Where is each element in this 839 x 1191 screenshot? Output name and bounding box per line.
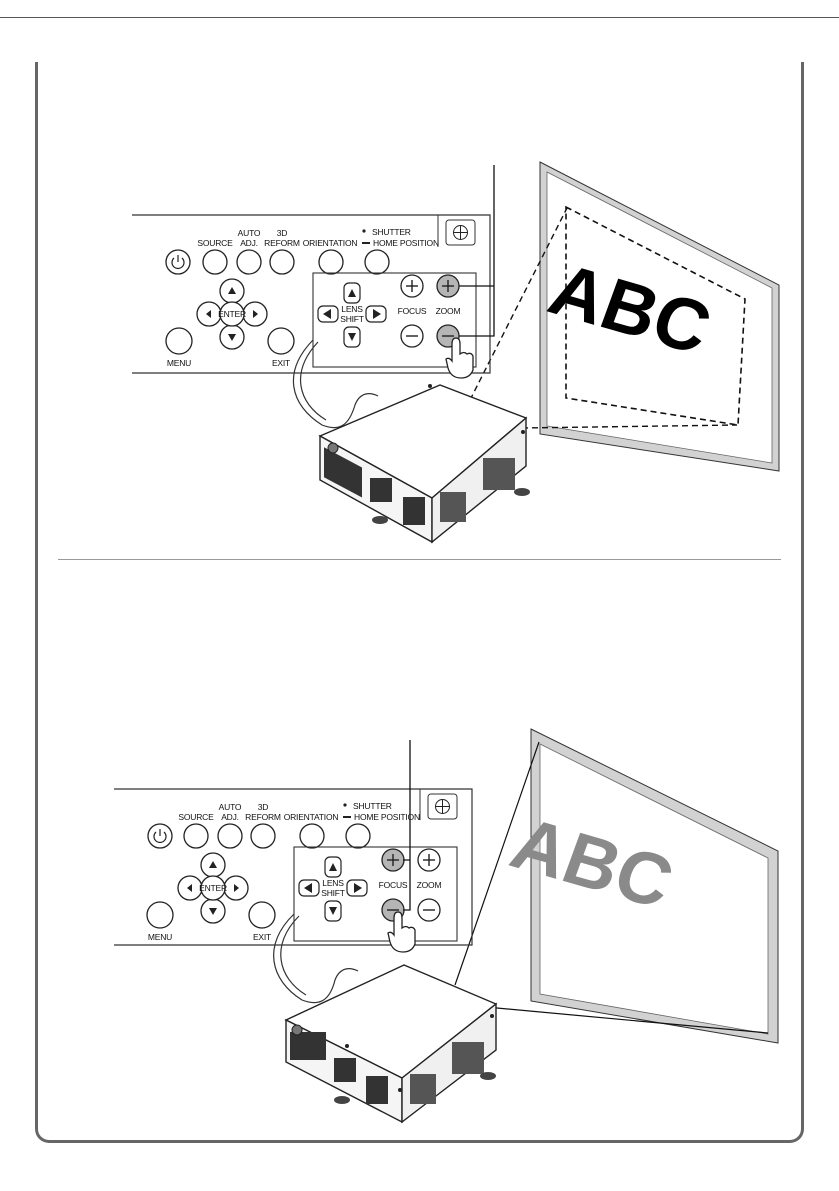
lens-shift-down-button[interactable] — [325, 901, 341, 921]
menu-label: MENU — [148, 932, 172, 942]
down-button[interactable] — [201, 899, 225, 923]
lens-label: LENS — [322, 878, 344, 888]
zoom-minus-button[interactable] — [418, 899, 440, 921]
menu-button[interactable]: MENU — [147, 902, 173, 942]
auto-label: AUTO — [219, 802, 242, 812]
lens-indicator-icon — [436, 800, 450, 814]
power-button[interactable] — [148, 824, 172, 848]
cable — [274, 914, 358, 1003]
exit-button[interactable]: EXIT — [249, 902, 275, 942]
up-button[interactable] — [201, 853, 225, 877]
3d-label: 3D — [258, 802, 269, 812]
enter-button[interactable]: ENTER — [199, 876, 227, 900]
reform-label: REFORM — [245, 812, 281, 822]
auto-adj-button[interactable]: AUTO ADJ. — [218, 802, 242, 848]
control-panel: SOURCE AUTO ADJ. 3D REFORM ORIENTATION S… — [114, 740, 472, 952]
zoom-plus-button[interactable] — [418, 849, 440, 871]
right-button[interactable] — [224, 876, 248, 900]
zoom-label: ZOOM — [417, 880, 442, 890]
source-label: SOURCE — [178, 812, 214, 822]
lens-shift-left-button[interactable] — [299, 880, 319, 896]
shutter-button[interactable]: SHUTTER HOME POSITION — [343, 801, 420, 848]
exit-label: EXIT — [253, 932, 271, 942]
enter-label: ENTER — [199, 883, 227, 893]
3d-reform-button[interactable]: 3D REFORM — [245, 802, 281, 848]
shift-label: SHIFT — [321, 888, 345, 898]
source-button[interactable]: SOURCE — [178, 812, 214, 848]
projector — [286, 965, 496, 1122]
direction-pad: ENTER — [178, 853, 248, 923]
lens-shift-right-button[interactable] — [347, 880, 367, 896]
focus-label: FOCUS — [379, 880, 408, 890]
projection-screen: ABC — [501, 729, 778, 1043]
shutter-label: SHUTTER — [353, 801, 392, 811]
adj-label: ADJ. — [221, 812, 239, 822]
orientation-label: ORIENTATION — [284, 812, 339, 822]
lens-shift-up-button[interactable] — [325, 857, 341, 877]
focus-plus-button[interactable] — [382, 849, 404, 871]
orientation-button[interactable]: ORIENTATION — [284, 812, 339, 848]
